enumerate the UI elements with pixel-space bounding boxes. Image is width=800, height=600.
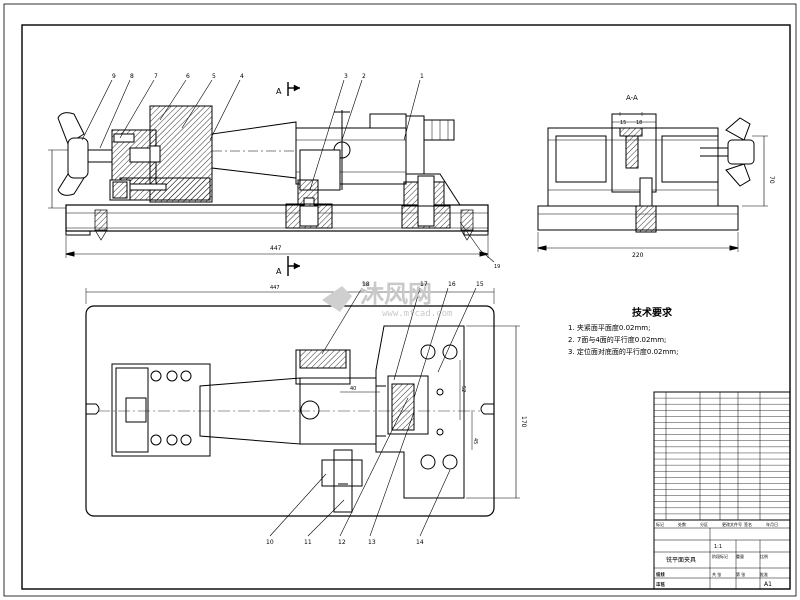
misc-cell-1: 重量 [736, 553, 744, 559]
role-2: 审核 [656, 581, 665, 588]
front-view [48, 105, 489, 258]
callout-plan-15: 15 [476, 281, 484, 288]
callout-front-4: 4 [240, 73, 244, 80]
callout-bottom-14: 14 [416, 539, 424, 546]
misc-cell-0: 阶段标记 [712, 553, 728, 559]
header-cell-5: 年月日 [766, 521, 778, 527]
callout-plan-16: 16 [448, 281, 456, 288]
dim-plan-height: 170 [520, 416, 527, 428]
role-1: 校核 [656, 571, 665, 578]
plan-view [85, 288, 520, 517]
dim-plan-width: 447 [270, 285, 280, 291]
callout-bottom-12: 12 [338, 539, 346, 546]
misc-cell-2: 比例 [760, 553, 768, 559]
title-block [653, 519, 791, 590]
tech-line-3: 3. 定位面对底面的平行度0.02mm; [568, 347, 679, 356]
callout-front-8: 8 [130, 73, 134, 80]
dim-plan-52: 52 [460, 386, 466, 392]
parts-list-table [653, 391, 791, 521]
dim-front-width: 447 [270, 245, 282, 252]
side-view-aa [537, 112, 768, 252]
dim-aa-15: 15 [620, 120, 626, 126]
callout-plan-18: 18 [362, 281, 370, 288]
front-callout-leaders [81, 79, 495, 263]
callout-bottom-11: 11 [304, 539, 312, 546]
watermark-text: 沐风网 [360, 280, 432, 308]
callout-front-1: 1 [420, 73, 424, 80]
dim-aa-18: 18 [636, 120, 642, 126]
tech-title: 技术要求 [632, 306, 673, 319]
section-label: A-A [626, 94, 638, 102]
header-cell-0: 标记 [656, 521, 664, 527]
outer-border [3, 3, 797, 597]
scale-value: 1:1 [714, 544, 722, 550]
callout-plan-17: 17 [420, 281, 428, 288]
misc-cell-4: 第 张 [736, 571, 745, 577]
cut-label-bottom: A [276, 267, 282, 276]
callout-bottom-10: 10 [266, 539, 274, 546]
callout-front-3: 3 [344, 73, 348, 80]
callout-front-9: 9 [112, 73, 116, 80]
callout-front-5: 5 [212, 73, 216, 80]
watermark-url: www.mfcad.com [382, 309, 452, 319]
tech-line-1: 1. 夹紧面平面度0.02mm; [568, 323, 651, 332]
dim-side-height: 70 [768, 176, 775, 184]
role-0: 设计 [656, 571, 665, 578]
callout-front-6: 6 [186, 73, 190, 80]
misc-cell-3: 共 张 [712, 571, 721, 577]
callout-front-2: 2 [362, 73, 366, 80]
drawing-name: 铣平面夹具 [666, 556, 696, 564]
tech-requirements: 技术要求 1. 夹紧面平面度0.02mm; 2. 7面与4面的平行度0.02mm… [568, 306, 679, 356]
header-cell-3: 更改文件号 [722, 521, 742, 527]
dim-plan-40: 40 [350, 386, 356, 392]
header-cell-2: 分区 [700, 521, 708, 527]
header-cell-1: 处数 [678, 521, 686, 527]
callout-front-7: 7 [154, 73, 158, 80]
logo-icon [322, 286, 352, 312]
misc-cell-5: 批准 [760, 571, 768, 577]
sheet-code: A1 [764, 581, 772, 588]
header-cell-4: 签名 [744, 521, 752, 527]
watermark: 沐风网 www.mfcad.com [322, 280, 452, 319]
dim-plan-45: 45 [472, 438, 478, 444]
cut-label-top: A [276, 87, 282, 96]
inner-border [21, 24, 791, 590]
role-3: 工艺 [656, 582, 665, 588]
callout-side: 19 [494, 264, 500, 270]
dim-side-width: 220 [632, 252, 644, 259]
tech-line-2: 2. 7面与4面的平行度0.02mm; [568, 335, 666, 344]
plan-callout-leaders [269, 287, 477, 537]
callout-bottom-13: 13 [368, 539, 376, 546]
section-cut-markers [287, 82, 301, 276]
parts-list-frame [653, 391, 791, 521]
